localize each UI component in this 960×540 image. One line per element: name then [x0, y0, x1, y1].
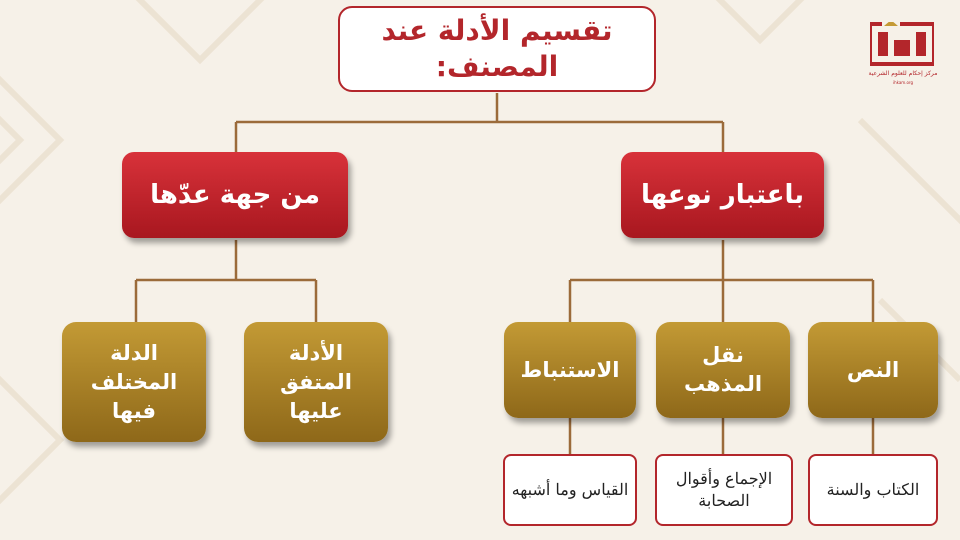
branch-by-type-label: باعتبار نوعها: [640, 180, 805, 210]
branch-by-type: باعتبار نوعها: [621, 152, 824, 238]
node-deduction: الاستنباط: [504, 322, 636, 418]
node-text-label: النص: [846, 357, 900, 382]
node-disputed-evidence: الدلة المختلف فيها: [62, 322, 206, 442]
leaf-consensus: الإجماع وأقوال الصحابة: [655, 454, 793, 526]
node-transmission-label: نقل المذهب: [683, 343, 763, 396]
node-transmission: نقل المذهب: [656, 322, 790, 418]
leaf-analogy-text: القياس وما أشبهه: [511, 480, 629, 499]
node-deduction-label: الاستنباط: [520, 357, 620, 382]
branch-by-count: من جهة عدّها: [122, 152, 348, 238]
brand-logo: مركز إحكام للعلوم الشرعية ihkam.org: [866, 22, 942, 90]
node-agreed-evidence: الأدلة المتفق عليها: [244, 322, 388, 442]
branch-by-count-label: من جهة عدّها: [150, 180, 320, 210]
node-disputed-evidence-label: الدلة المختلف فيها: [90, 340, 178, 423]
diagram-title-text: تقسيم الأدلة عند المصنف:: [381, 14, 613, 83]
logo-tagline: مركز إحكام للعلوم الشرعية: [868, 70, 938, 77]
leaf-consensus-text: الإجماع وأقوال الصحابة: [675, 469, 773, 510]
leaf-quran-sunnah-text: الكتاب والسنة: [826, 480, 920, 499]
leaf-quran-sunnah: الكتاب والسنة: [808, 454, 938, 526]
node-text: النص: [808, 322, 938, 418]
logo-subtag: ihkam.org: [892, 80, 914, 85]
diagram-title: تقسيم الأدلة عند المصنف:: [338, 6, 656, 92]
node-agreed-evidence-label: الأدلة المتفق عليها: [280, 340, 352, 423]
logo-mark-icon: [870, 22, 934, 66]
leaf-analogy: القياس وما أشبهه: [503, 454, 637, 526]
